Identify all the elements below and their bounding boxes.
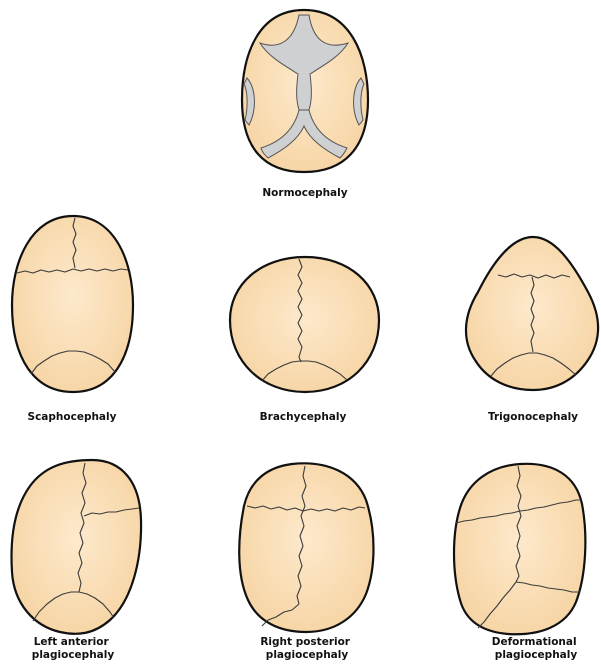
skull-trigonocephaly bbox=[466, 237, 598, 390]
skull-brachycephaly bbox=[230, 257, 379, 392]
skull-outline-scaphocephaly bbox=[12, 216, 133, 392]
label-right-posterior-plagiocephaly: Right posterior plagiocephaly bbox=[260, 636, 353, 661]
skull-outline-left-anterior-plagiocephaly bbox=[12, 460, 142, 634]
skull-outline-right-posterior-plagiocephaly bbox=[239, 463, 373, 632]
label-deformational-plagiocephaly: Deformational plagiocephaly bbox=[492, 636, 580, 661]
label-brachycephaly: Brachycephaly bbox=[260, 411, 347, 423]
label-scaphocephaly: Scaphocephaly bbox=[28, 411, 117, 423]
skull-outline-deformational-plagiocephaly bbox=[454, 464, 585, 634]
skull-outline-brachycephaly bbox=[230, 257, 379, 392]
skull-left-anterior-plagiocephaly bbox=[12, 460, 142, 634]
label-left-anterior-plagiocephaly: Left anterior plagiocephaly bbox=[32, 636, 115, 661]
skull-deformational-plagiocephaly bbox=[454, 464, 585, 634]
skull-outline-trigonocephaly bbox=[466, 237, 598, 390]
skull-right-posterior-plagiocephaly bbox=[239, 463, 373, 632]
label-normocephaly: Normocephaly bbox=[262, 187, 347, 199]
label-trigonocephaly: Trigonocephaly bbox=[488, 411, 578, 423]
skull-normocephaly bbox=[242, 10, 368, 172]
skull-scaphocephaly bbox=[12, 216, 133, 392]
